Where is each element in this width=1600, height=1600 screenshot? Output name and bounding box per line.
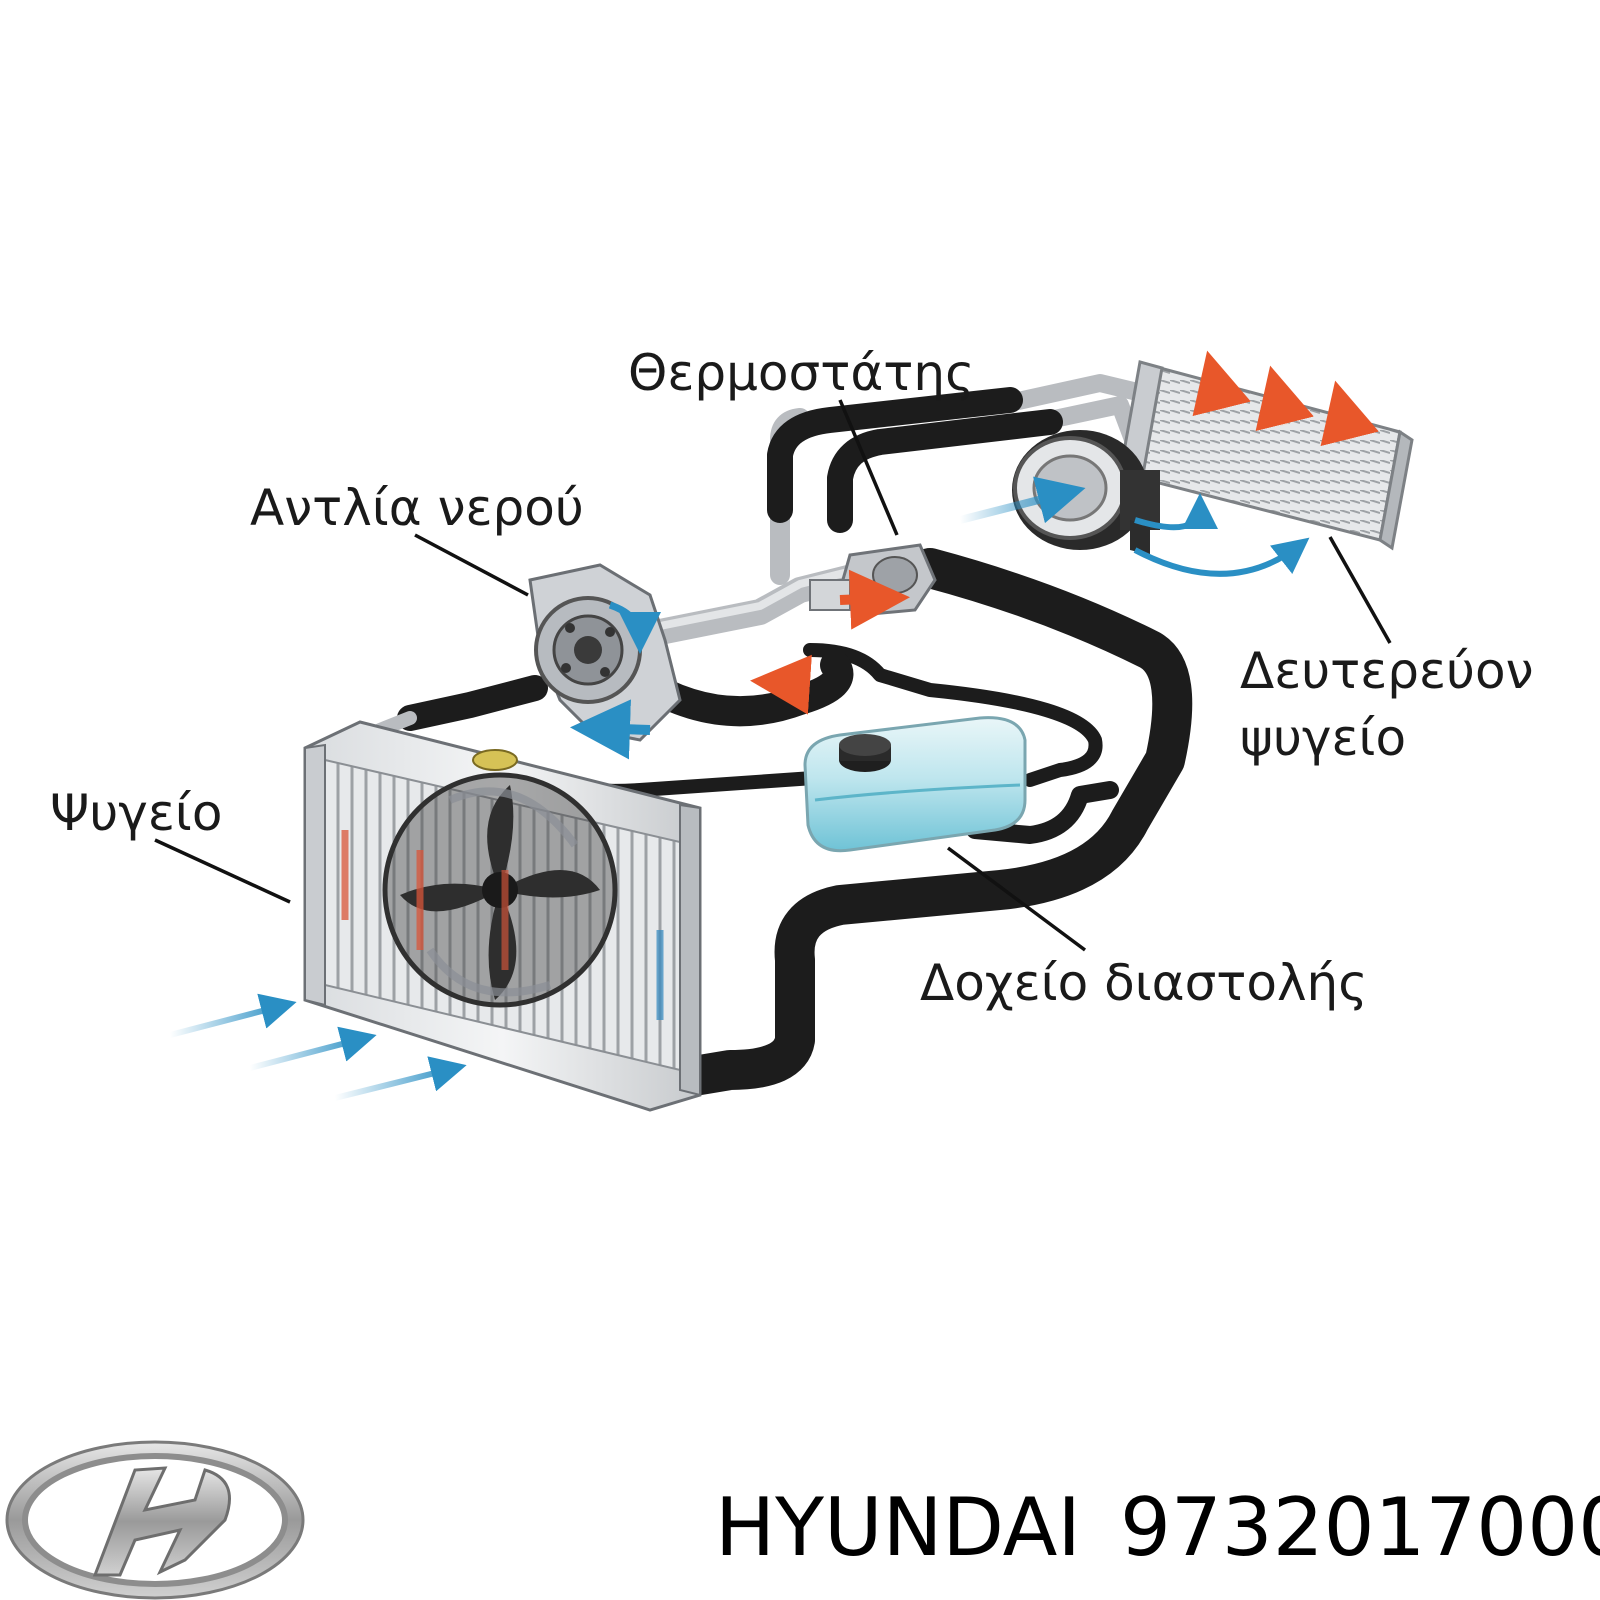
label-expansion-tank: Δοχείο διαστολής [920,954,1368,1012]
caption-brand: HYUNDAI [715,1481,1081,1574]
expansion-tank [803,716,1027,853]
hot-air-arrows [1192,350,1379,447]
label-radiator: Ψυγείο [50,784,222,842]
label-water-pump: Αντλία νερού [250,479,584,537]
caption-part-number: 9732017000 [1120,1481,1600,1574]
label-heater-core-line2: ψυγείο [1240,709,1406,767]
heater-core [1118,360,1414,551]
hyundai-logo [5,1440,305,1600]
label-heater-core-line1: Δευτερεύον [1240,642,1534,700]
blower-air-arrows [959,476,1310,577]
label-thermostat: Θερμοστάτης [628,344,974,402]
leader-lines [154,399,1392,952]
water-pump [528,563,812,760]
thermostat-housing [809,543,937,630]
radiator [303,720,702,1112]
incoming-air-arrows [169,993,467,1101]
